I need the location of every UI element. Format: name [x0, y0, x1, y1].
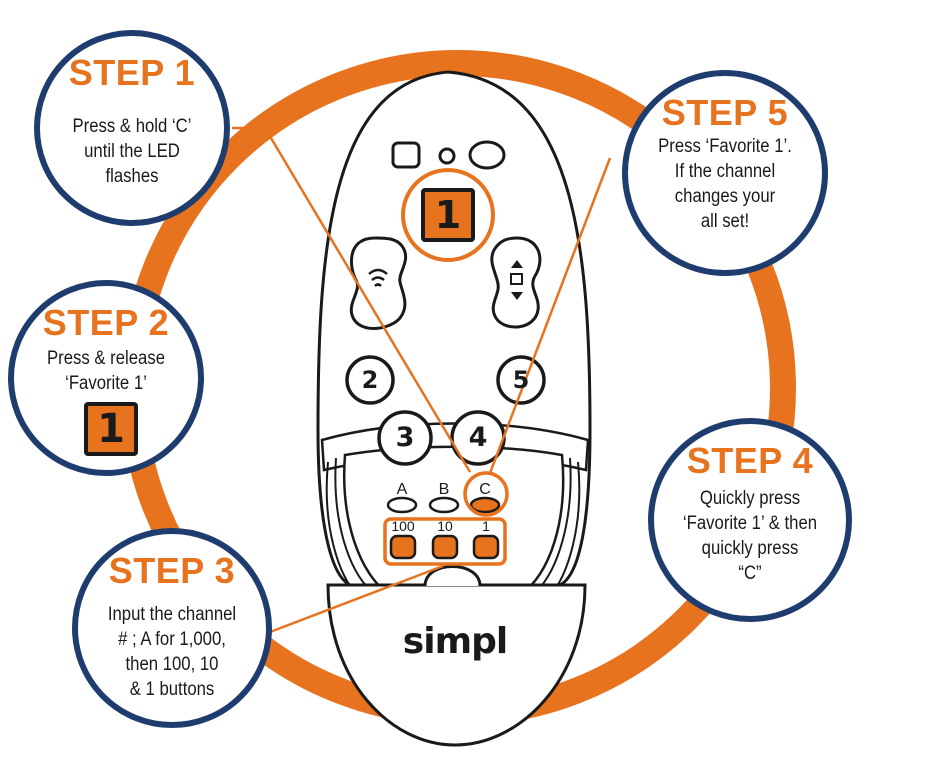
- led-indicator-icon: [438, 147, 456, 165]
- favorite-3-label: 3: [395, 422, 415, 453]
- favorite-1-highlight: [401, 168, 495, 262]
- number-100-label: 100: [391, 518, 415, 534]
- favorite-5-button[interactable]: [496, 355, 546, 405]
- step-2-text: Press & release ‘Favorite 1’: [46, 348, 166, 394]
- number-buttons-highlight: [383, 517, 507, 566]
- power-icon[interactable]: [468, 140, 506, 170]
- letter-c-highlight: [463, 471, 509, 517]
- step-4-circle: STEP 4 Quickly press ‘Favorite 1’ & then…: [648, 418, 852, 622]
- letter-a-button[interactable]: [386, 496, 418, 514]
- favorite-2-button[interactable]: [345, 355, 395, 405]
- step-4-text: Quickly press ‘Favorite 1’ & then quickl…: [682, 488, 818, 584]
- letter-b-button[interactable]: [428, 496, 460, 514]
- letter-a-label: A: [396, 481, 408, 498]
- step-3-text: Input the channel # ; A for 1,000, then …: [107, 604, 237, 700]
- step-1-circle: STEP 1 Press & hold ‘C’ until the LED fl…: [34, 30, 230, 226]
- favorite-2-label: 2: [361, 366, 379, 394]
- favorite-5-label: 5: [512, 366, 530, 394]
- step-2-title: STEP 2: [42, 302, 170, 343]
- volume-icon[interactable]: [349, 236, 408, 330]
- step-3-title: STEP 3: [108, 550, 236, 591]
- connector-step5: [488, 157, 612, 474]
- step-1-title: STEP 1: [68, 52, 196, 93]
- step-2-favorite-button: 1: [84, 402, 138, 456]
- step-5-text: Press ‘Favorite 1’. If the channel chang…: [658, 136, 792, 232]
- favorite-4-label: 4: [468, 422, 488, 453]
- number-10-label: 10: [437, 518, 453, 534]
- connector-step1: [232, 126, 472, 473]
- number-10-button[interactable]: [431, 534, 459, 560]
- brand-logo: simpl: [402, 621, 508, 662]
- number-1-button[interactable]: [472, 534, 500, 560]
- input-icon[interactable]: [391, 141, 421, 169]
- channel-icon[interactable]: [490, 236, 542, 329]
- step-2-circle: STEP 2 Press & release ‘Favorite 1’ 1: [8, 280, 204, 476]
- letter-b-label: B: [438, 481, 450, 498]
- letter-c-label: C: [479, 481, 491, 498]
- connector-step3: [269, 564, 444, 634]
- letter-c-button[interactable]: [469, 496, 501, 514]
- step-4-title: STEP 4: [686, 440, 814, 481]
- step-1-text: Press & hold ‘C’ until the LED flashes: [72, 116, 192, 187]
- step-5-circle: STEP 5 Press ‘Favorite 1’. If the channe…: [622, 70, 828, 276]
- number-100-button[interactable]: [389, 534, 417, 560]
- favorite-3-button[interactable]: [377, 410, 433, 466]
- favorite-1-button[interactable]: 1: [421, 188, 475, 242]
- step-5-title: STEP 5: [661, 92, 789, 133]
- connector-lines: [232, 126, 612, 634]
- number-1-label: 1: [482, 518, 490, 534]
- step-3-circle: STEP 3 Input the channel # ; A for 1,000…: [72, 528, 272, 728]
